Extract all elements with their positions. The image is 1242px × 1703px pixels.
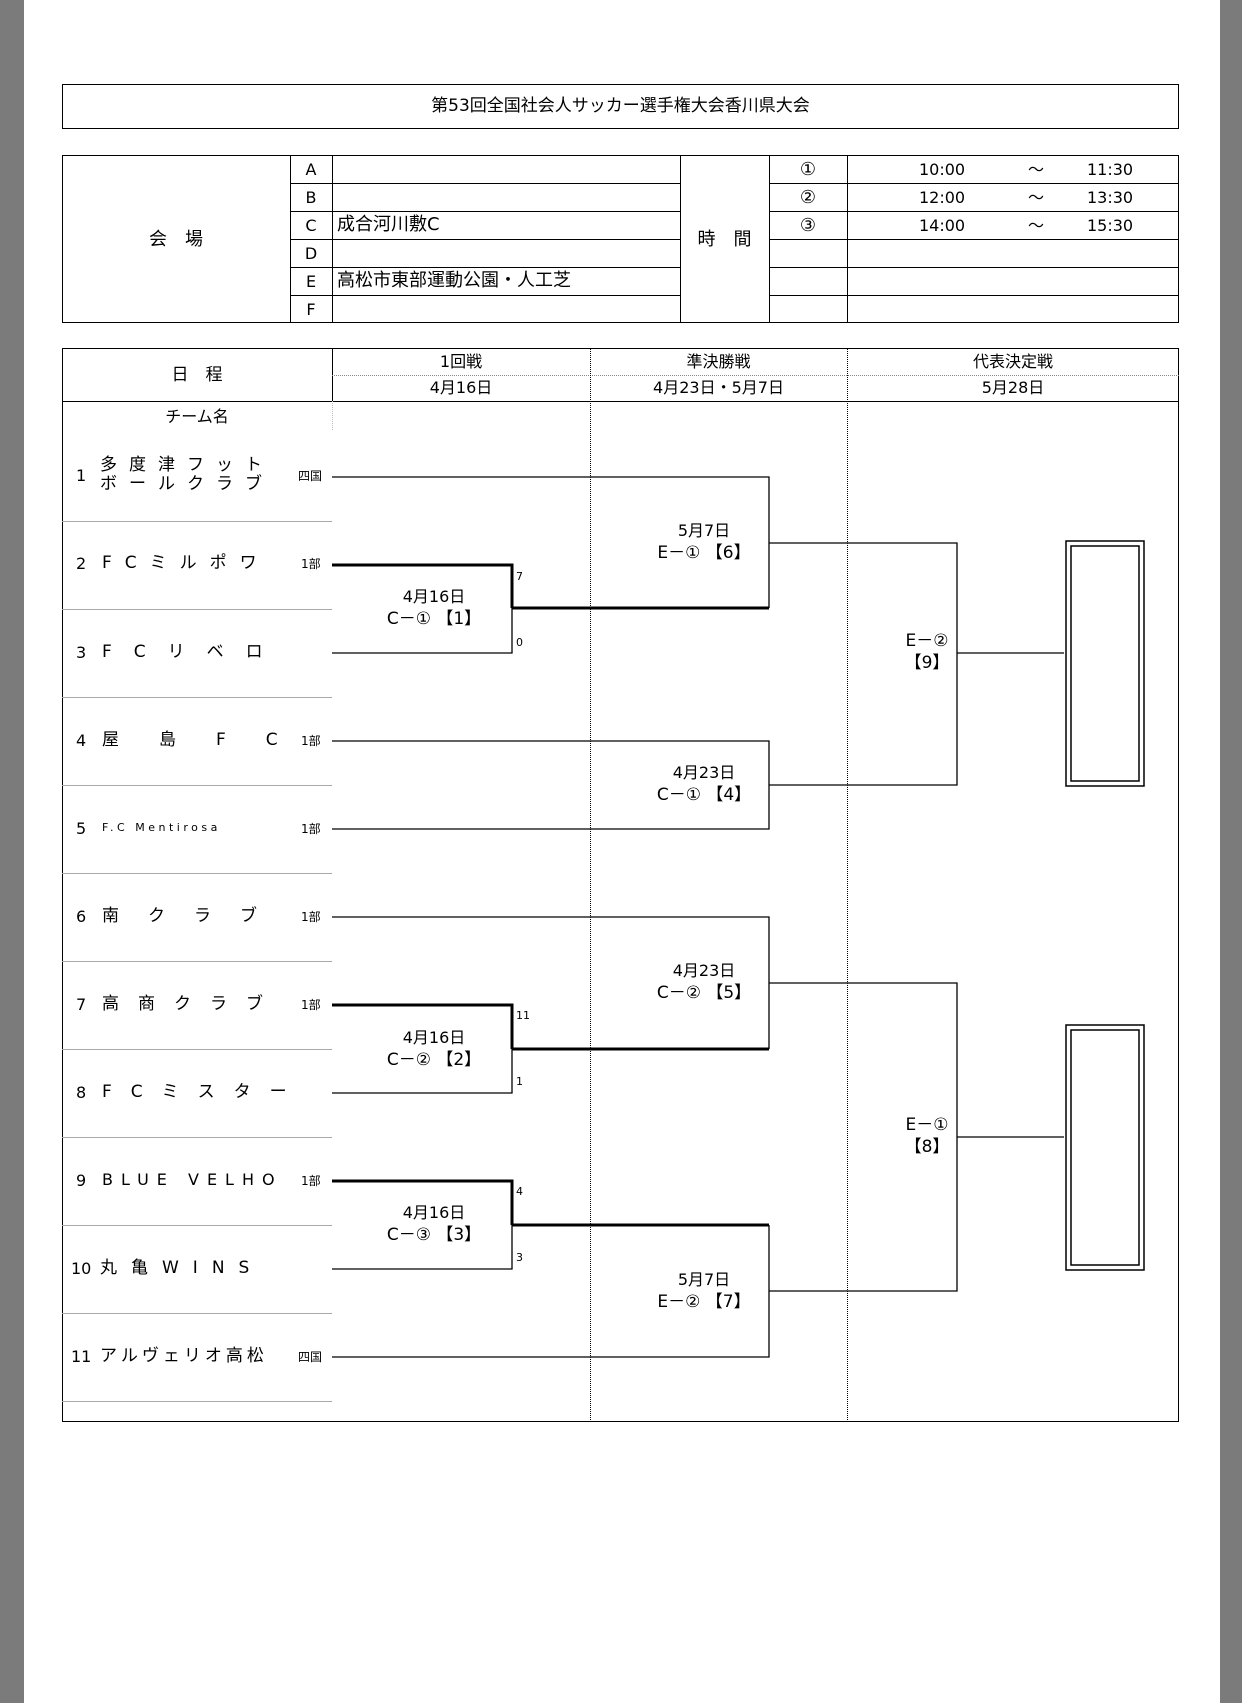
match-slot: E－② 【7】 <box>657 1292 751 1312</box>
time-sep: ～ <box>1028 188 1045 207</box>
match-date: 4月16日 <box>402 1028 466 1047</box>
venue-label: 会 場 <box>149 229 203 250</box>
time-end: 11:30 <box>1087 160 1134 179</box>
match-slot: C－① 【4】 <box>656 785 752 805</box>
time-sep: ～ <box>1028 216 1045 235</box>
venue-code: D <box>304 244 318 263</box>
round-date: 4月16日 <box>429 378 493 397</box>
team-name: 高商クラブ <box>102 994 282 1014</box>
match-slot: C－① 【1】 <box>386 609 482 629</box>
team-name: BLUE VELHO <box>102 1170 283 1189</box>
team-number: 7 <box>76 995 87 1014</box>
result-box-upper <box>1066 541 1144 786</box>
match-date: 4月16日 <box>402 587 466 606</box>
venue-code: A <box>305 160 317 179</box>
match-score: 0 <box>516 636 523 649</box>
match-score: 4 <box>516 1185 523 1198</box>
bracket-lines <box>332 476 1145 1358</box>
time-slot: ③ <box>799 215 817 236</box>
team-league: 1部 <box>301 910 321 924</box>
match-slot: C－② 【2】 <box>386 1050 482 1070</box>
match-score: 3 <box>516 1251 523 1264</box>
team-league: 1部 <box>301 822 321 836</box>
match-score: 7 <box>516 570 523 583</box>
match-date: 5月7日 <box>677 1270 731 1289</box>
time-slot: ① <box>799 159 817 180</box>
time-end: 15:30 <box>1087 216 1134 235</box>
team-header: チーム名 <box>165 407 229 426</box>
team-number: 3 <box>76 643 87 662</box>
match-date: 4月23日 <box>672 961 736 980</box>
team-league: 四国 <box>298 1350 323 1364</box>
venue-name: 高松市東部運動公園・人工芝 <box>337 270 571 291</box>
team-league: 1部 <box>301 998 321 1012</box>
match-slot: E－① 【6】 <box>657 543 751 563</box>
round-name: 代表決定戦 <box>972 352 1053 371</box>
team-number: 6 <box>76 907 87 926</box>
team-league: 四国 <box>298 469 323 483</box>
team-name: FCミルポワ <box>102 553 270 573</box>
schedule-label: 日 程 <box>171 365 223 385</box>
team-name: F.C Mentirosa <box>102 821 221 834</box>
venue-code: F <box>306 300 316 319</box>
round-name: 1回戦 <box>439 352 483 371</box>
match-number: 【9】 <box>904 653 950 673</box>
team-name: アルヴェリオ高松 <box>100 1346 268 1366</box>
time-sep: ～ <box>1028 160 1045 179</box>
time-start: 14:00 <box>919 216 966 235</box>
match-date: 4月23日 <box>672 763 736 782</box>
bracket-table <box>62 348 1179 1422</box>
team-league: 1部 <box>301 734 321 748</box>
team-number: 4 <box>76 731 87 750</box>
time-slot: ② <box>799 187 817 208</box>
team-league: 1部 <box>301 1174 321 1188</box>
match-slot: C－② 【5】 <box>656 983 752 1003</box>
team-number: 10 <box>71 1259 92 1278</box>
venue-code: C <box>305 216 317 235</box>
team-number: 1 <box>76 466 87 485</box>
document-page: 第53回全国社会人サッカー選手権大会香川県大会 会 場 時 間 A B C D … <box>24 0 1220 1703</box>
team-number: 9 <box>76 1171 87 1190</box>
match-score: 1 <box>516 1075 523 1088</box>
time-end: 13:30 <box>1087 188 1134 207</box>
team-name: 丸亀WINS <box>100 1258 264 1278</box>
venue-code: B <box>305 188 317 207</box>
team-number: 5 <box>76 819 87 838</box>
round-date: 5月28日 <box>981 378 1045 397</box>
match-slot: E－① <box>905 1115 949 1135</box>
time-label: 時 間 <box>697 229 752 250</box>
team-name-line1: 多度津フット <box>100 455 274 475</box>
team-name-line2: ボールクラブ <box>100 474 274 494</box>
round-date: 4月23日・5月7日 <box>653 378 784 397</box>
match-slot: E－② <box>905 631 949 651</box>
team-name: 南クラブ <box>102 906 286 926</box>
venue-code: E <box>305 272 317 291</box>
match-date: 4月16日 <box>402 1203 466 1222</box>
team-name: FCリベロ <box>102 642 285 662</box>
team-name: FCミスター <box>102 1082 306 1102</box>
result-box-lower <box>1066 1025 1144 1270</box>
match-date: 5月7日 <box>677 521 731 540</box>
team-number: 11 <box>71 1347 92 1366</box>
team-league: 1部 <box>301 557 321 571</box>
time-start: 10:00 <box>919 160 966 179</box>
round-name: 準決勝戦 <box>686 352 751 371</box>
team-name: 屋島FC <box>102 730 318 750</box>
team-number: 2 <box>76 554 87 573</box>
page-title: 第53回全国社会人サッカー選手権大会香川県大会 <box>431 96 810 116</box>
team-number: 8 <box>76 1083 87 1102</box>
match-slot: C－③ 【3】 <box>386 1225 482 1245</box>
title-box <box>62 84 1179 129</box>
match-number: 【8】 <box>904 1137 950 1157</box>
venue-name: 成合河川敷C <box>337 214 440 235</box>
time-start: 12:00 <box>919 188 966 207</box>
match-score: 11 <box>516 1009 530 1022</box>
